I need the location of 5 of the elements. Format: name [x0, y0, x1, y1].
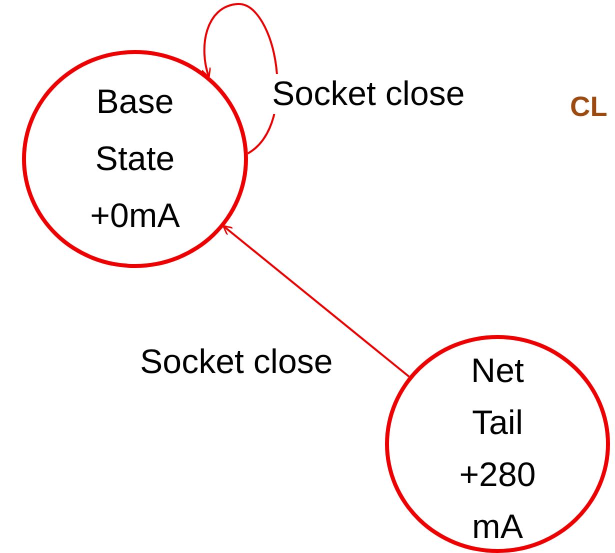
edge-label: Socket close	[272, 74, 465, 114]
arrow	[222, 225, 410, 378]
state-label: Net Tail +280 mA	[458, 351, 537, 548]
heading-fragment: CL	[570, 90, 608, 124]
state-label: Base State +0mA	[89, 82, 181, 236]
